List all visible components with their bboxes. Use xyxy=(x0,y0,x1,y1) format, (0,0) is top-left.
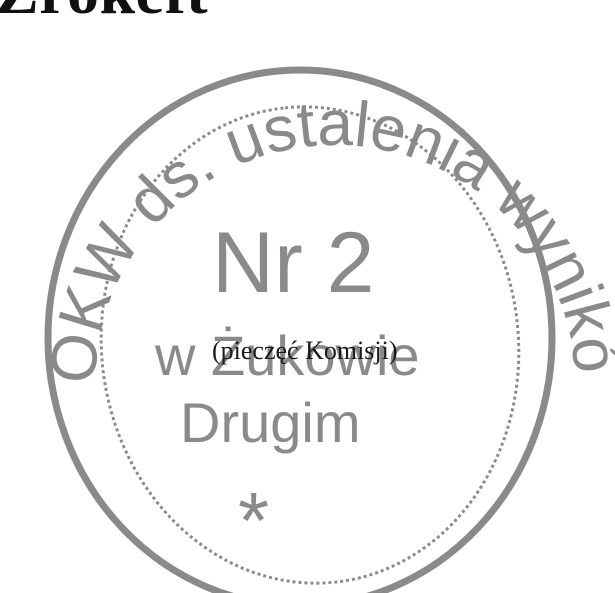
stamp-center-number: Nr 2 xyxy=(212,215,374,311)
seal-placeholder-label: (pieczęć Komisji) xyxy=(212,336,398,365)
stamp-outer-ring xyxy=(44,66,556,593)
stamp-place-line1: w Żukowie xyxy=(154,324,420,387)
stamp-star-mark: * xyxy=(238,476,269,565)
stamp-place-line2: Drugim xyxy=(180,391,360,454)
partial-heading-text: Zrokeft xyxy=(0,0,208,24)
